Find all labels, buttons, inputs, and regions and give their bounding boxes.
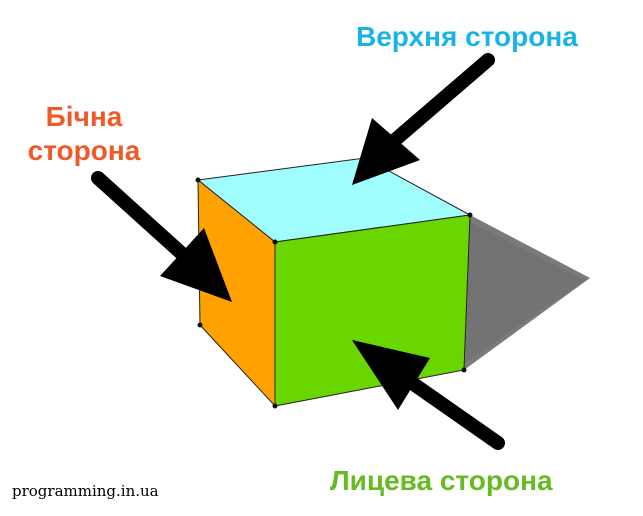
label-front-face: Лицева сторона bbox=[330, 465, 553, 496]
cube-shadow-soft bbox=[466, 222, 585, 362]
front-face bbox=[274, 214, 471, 407]
label-side-line2: сторона bbox=[27, 135, 141, 166]
label-side-line1: Бічна bbox=[45, 101, 123, 132]
arrow-front bbox=[352, 340, 505, 450]
label-side-face: Бічна сторона bbox=[14, 100, 154, 168]
arrow-side bbox=[91, 171, 232, 302]
watermark: programming.in.ua bbox=[12, 482, 159, 500]
label-top-face: Верхня сторона bbox=[356, 21, 578, 52]
cube-vertices bbox=[195, 177, 473, 409]
arrow-top bbox=[352, 53, 495, 185]
